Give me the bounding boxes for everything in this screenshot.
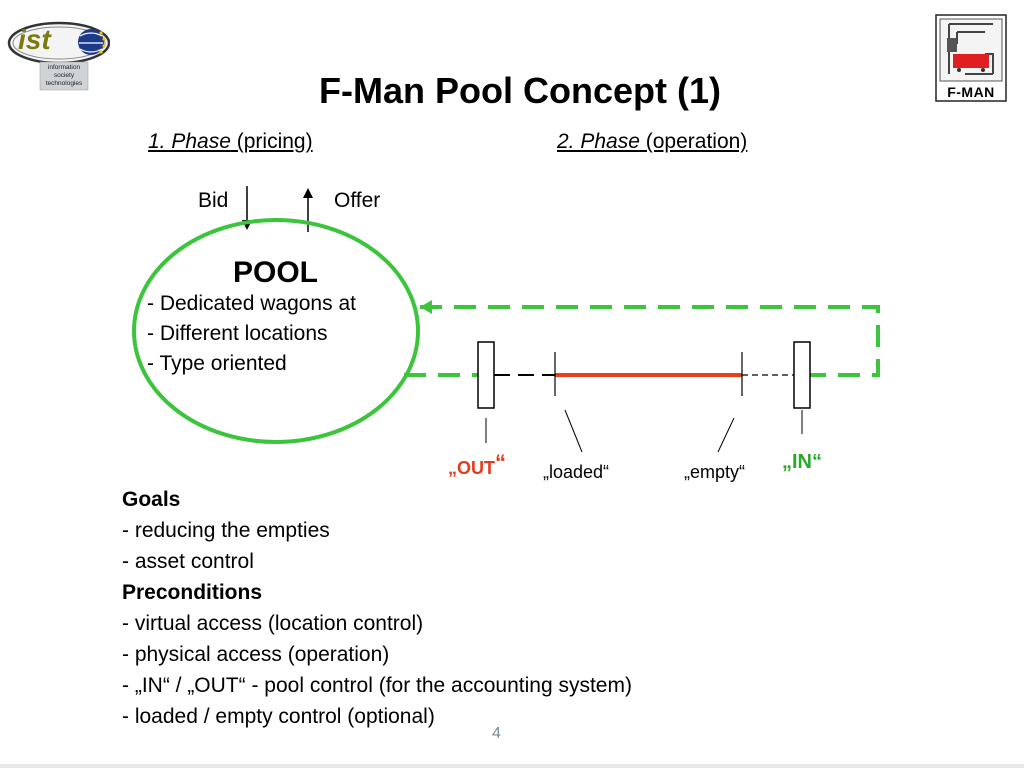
precondition-item-4: - loaded / empty control (optional) bbox=[122, 705, 435, 728]
pool-ellipse bbox=[132, 218, 420, 444]
fman-logo-graphic bbox=[935, 14, 1007, 102]
phase-1-heading: 1. Phase (pricing) bbox=[148, 130, 313, 154]
goals-section: Goals - reducing the empties - asset con… bbox=[122, 484, 632, 732]
ist-logo-graphic bbox=[7, 21, 111, 91]
offer-arrow-icon bbox=[303, 188, 313, 232]
out-gate bbox=[477, 341, 495, 409]
pool-item-2: - Different locations bbox=[147, 322, 328, 345]
phase-1-italic: 1. Phase bbox=[148, 130, 231, 153]
slide-title: F-Man Pool Concept (1) bbox=[319, 70, 721, 111]
pool-items: - Dedicated wagons at - Different locati… bbox=[147, 289, 356, 379]
phase-2-italic: 2. Phase bbox=[557, 130, 640, 153]
ist-logo-text: ist bbox=[18, 24, 51, 55]
ist-caption-line-1: information bbox=[47, 64, 81, 71]
phase-2-rest: (operation) bbox=[639, 130, 748, 153]
phase-2-heading: 2. Phase (operation) bbox=[557, 130, 747, 154]
offer-label: Offer bbox=[334, 189, 381, 212]
out-label-text: „OUT bbox=[448, 458, 495, 478]
loaded-label: „loaded“ bbox=[543, 462, 610, 482]
empty-label: „empty“ bbox=[684, 462, 746, 482]
fman-logo-text: F-MAN bbox=[947, 84, 995, 100]
pool-item-3: - Type oriented bbox=[147, 352, 287, 375]
in-label: „IN“ bbox=[782, 451, 822, 473]
phase-1-rest: (pricing) bbox=[230, 130, 313, 153]
pool-item-1: - Dedicated wagons at bbox=[147, 292, 356, 315]
ist-caption-line-3: technologies bbox=[45, 80, 83, 87]
in-gate bbox=[793, 341, 811, 409]
goal-item-1: - reducing the empties bbox=[122, 519, 330, 542]
precondition-item-1: - virtual access (location control) bbox=[122, 612, 424, 635]
loaded-pointer bbox=[564, 409, 583, 453]
ist-logo: ist information society technologies bbox=[4, 16, 111, 92]
pool-feedback-dashed-loop bbox=[420, 305, 880, 377]
fman-logo: F-MAN bbox=[935, 14, 1007, 102]
footer-rule bbox=[0, 764, 1024, 768]
feedback-arrowhead-icon bbox=[420, 300, 432, 314]
pool-title: POOL bbox=[233, 256, 319, 289]
goals-heading: Goals bbox=[122, 488, 181, 511]
out-label-close-quote: “ bbox=[495, 450, 506, 475]
precondition-item-3: - „IN“ / „OUT“ - pool control (for the a… bbox=[122, 674, 632, 697]
out-label: „OUT“ bbox=[448, 452, 506, 479]
ist-logo-caption: information society technologies bbox=[40, 64, 88, 88]
page-number: 4 bbox=[492, 725, 501, 742]
preconditions-heading: Preconditions bbox=[122, 581, 263, 604]
empty-pointer bbox=[717, 417, 735, 453]
ist-caption-line-2: society bbox=[53, 72, 75, 79]
goal-item-2: - asset control bbox=[122, 550, 254, 573]
bid-label: Bid bbox=[198, 189, 229, 212]
precondition-item-2: - physical access (operation) bbox=[122, 643, 390, 666]
